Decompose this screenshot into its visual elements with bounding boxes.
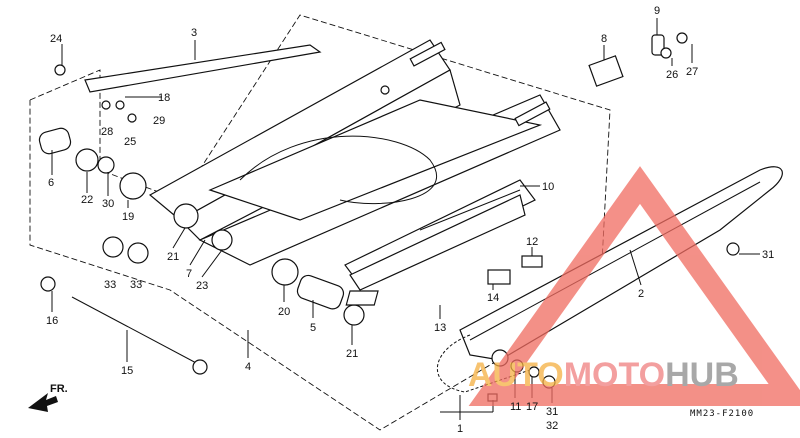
callout-31a: 31 (762, 249, 774, 261)
callout-24: 24 (50, 33, 62, 45)
stay (84, 44, 322, 93)
callout-1: 1 (457, 423, 463, 435)
callout-4: 4 (245, 361, 251, 373)
callout-23: 23 (196, 280, 208, 292)
front-direction-label: FR. (50, 383, 68, 395)
callout-28: 28 (101, 126, 113, 138)
callout-3: 3 (191, 27, 197, 39)
callout-32: 32 (546, 420, 558, 432)
front-direction-arrow: FR. (28, 383, 68, 412)
callout-20: 20 (278, 306, 290, 318)
callout-5: 5 (310, 322, 316, 334)
callout-6: 6 (48, 177, 54, 189)
callout-2: 2 (638, 288, 644, 300)
callout-25: 25 (124, 136, 136, 148)
callout-14: 14 (487, 292, 499, 304)
callout-30: 30 (102, 198, 114, 210)
callout-15: 15 (121, 365, 133, 377)
callout-22: 22 (81, 194, 93, 206)
leader-lines (51, 18, 760, 420)
callout-8: 8 (601, 33, 607, 45)
callout-33a: 33 (104, 279, 116, 291)
callout-11: 11 (510, 401, 521, 413)
callout-18: 18 (158, 92, 170, 104)
small-parts (38, 32, 740, 402)
callout-31b: 31 (546, 406, 558, 418)
callout-10: 10 (542, 181, 554, 193)
chain-slider (344, 179, 536, 291)
figure-code: MM23-F2100 (690, 409, 754, 419)
callout-7: 7 (186, 268, 192, 280)
callout-33b: 33 (130, 279, 142, 291)
callout-13: 13 (434, 322, 446, 334)
callout-labels: 24 3 18 28 29 25 6 22 30 19 33 33 21 7 2… (46, 5, 774, 435)
automotohub-watermark: AUTOMOTOHUB (468, 166, 800, 406)
callout-19: 19 (122, 211, 134, 223)
callout-12: 12 (526, 236, 538, 248)
callout-21a: 21 (167, 251, 179, 263)
callout-21b: 21 (346, 348, 358, 360)
callout-16: 16 (46, 315, 58, 327)
callout-17: 17 (526, 401, 538, 413)
swingarm-group-outline (29, 14, 611, 431)
drive-chain (436, 334, 531, 393)
swingarm (148, 39, 561, 266)
svg-text:AUTOMOTOHUB: AUTOMOTOHUB (468, 356, 739, 394)
callout-9: 9 (654, 5, 660, 17)
callout-27: 27 (686, 66, 698, 78)
callout-29: 29 (153, 115, 165, 127)
callout-26: 26 (666, 69, 678, 81)
